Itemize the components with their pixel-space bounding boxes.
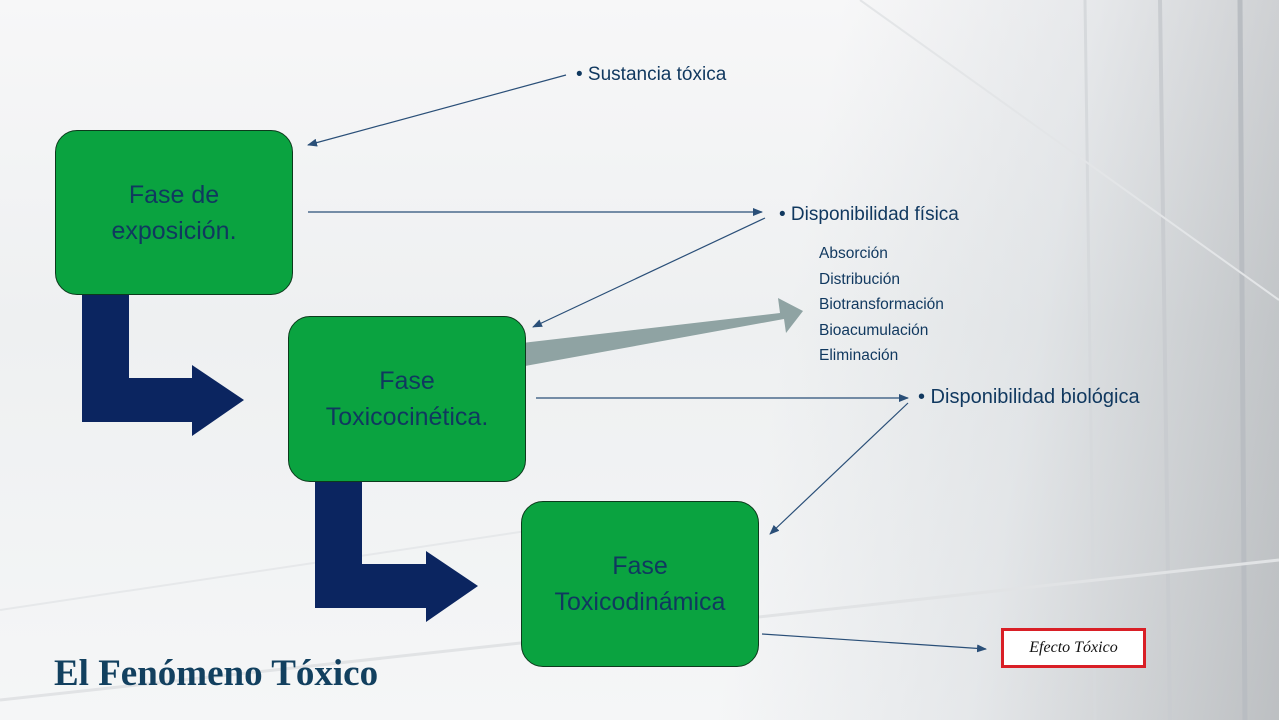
phase-toxicocinetica-line2: Toxicocinética. bbox=[325, 403, 489, 431]
label-disponibilidad-biologica: • Disponibilidad biológica bbox=[918, 386, 1140, 408]
phase-toxicodinamica-line2: Toxicodinámica bbox=[554, 588, 726, 616]
arrow-sustancia bbox=[307, 74, 567, 147]
process-item: Distribución bbox=[819, 270, 900, 288]
slide-title: El Fenómeno Tóxico bbox=[54, 653, 379, 694]
phase-exposicion-line2: exposición. bbox=[111, 216, 237, 245]
elbow-arrow-1 bbox=[82, 292, 244, 436]
process-list: Absorción Distribución Biotransformación… bbox=[819, 241, 944, 369]
wide-arrow bbox=[522, 298, 803, 366]
arrow-dinamica-efecto bbox=[761, 633, 987, 653]
process-item: Bioacumulación bbox=[819, 321, 929, 339]
efecto-toxico-box: Efecto Tóxico bbox=[1001, 628, 1146, 668]
phase-toxicodinamica-box: Fase Toxicodinámica bbox=[521, 501, 759, 667]
process-item: Absorción bbox=[819, 245, 888, 262]
phase-exposicion-box: Fase de exposición. bbox=[55, 130, 293, 295]
process-item: Eliminación bbox=[819, 347, 899, 364]
label-sustancia-toxica: • Sustancia tóxica bbox=[576, 64, 727, 85]
phase-toxicocinetica-box: Fase Toxicocinética. bbox=[288, 316, 526, 482]
phase-toxicocinetica-line1: Fase bbox=[379, 367, 435, 395]
arrow-biologica-dinamica bbox=[769, 402, 909, 535]
efecto-toxico-label: Efecto Tóxico bbox=[1029, 639, 1118, 656]
process-item: Biotransformación bbox=[819, 296, 944, 313]
label-disponibilidad-fisica: • Disponibilidad física bbox=[779, 204, 959, 225]
arrow-fisica-cinetica bbox=[532, 217, 766, 328]
phase-toxicodinamica-line1: Fase bbox=[612, 552, 668, 580]
elbow-arrow-2 bbox=[315, 478, 478, 622]
phase-exposicion-line1: Fase de bbox=[128, 180, 220, 209]
